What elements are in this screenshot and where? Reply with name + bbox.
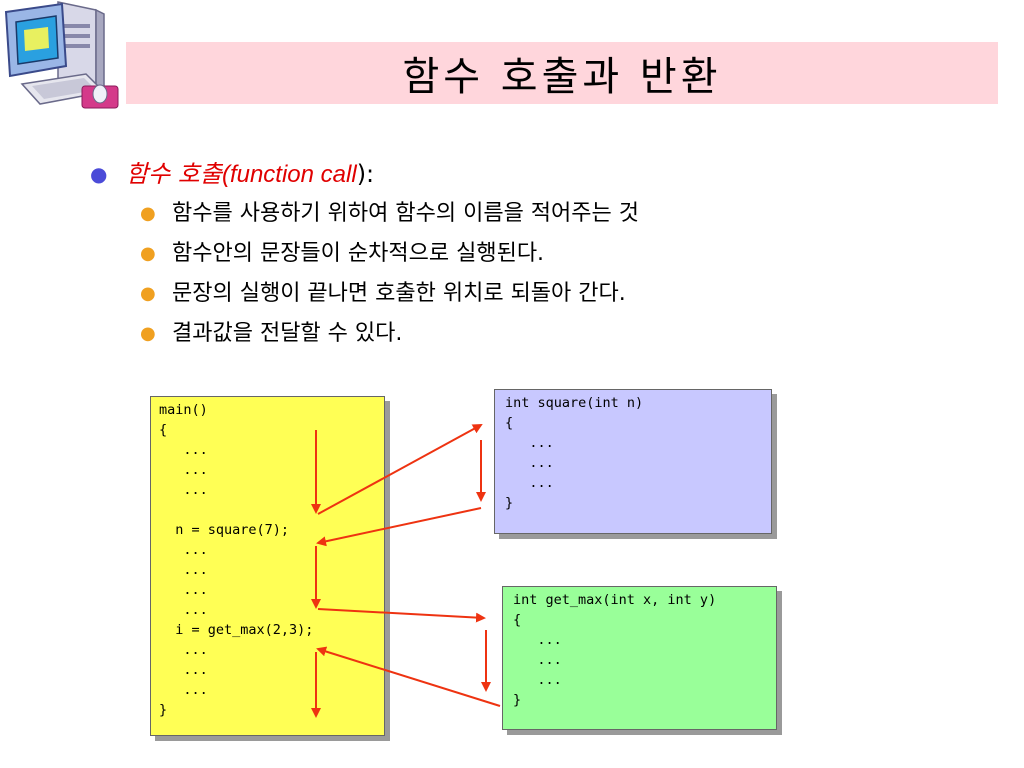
term-suffix: ):	[356, 160, 375, 188]
bullet-dot-icon: ●	[140, 243, 156, 264]
bullet-sub: ● 결과값을 전달할 수 있다.	[86, 314, 986, 354]
bullet-list: ● 함수 호출(function call): ● 함수를 사용하기 위하여 함…	[86, 154, 986, 354]
square-code-box: int square(int n) { ... ... ... }	[494, 389, 772, 534]
bullet-sub-text: 함수안의 문장들이 순차적으로 실행된다.	[172, 241, 545, 266]
bullet-sub: ● 함수안의 문장들이 순차적으로 실행된다.	[86, 234, 986, 274]
get-max-code: int get_max(int x, int y) { ... ... ... …	[513, 592, 717, 708]
bullet-dot-icon: ●	[140, 323, 156, 344]
bullet-sub-text: 결과값을 전달할 수 있다.	[172, 321, 403, 346]
bullet-dot-icon: ●	[140, 203, 156, 224]
bullet-sub: ● 함수를 사용하기 위하여 함수의 이름을 적어주는 것	[86, 194, 986, 234]
bullet-dot-icon: ●	[140, 283, 156, 304]
get-max-code-box: int get_max(int x, int y) { ... ... ... …	[502, 586, 777, 730]
bullet-main: ● 함수 호출(function call):	[86, 154, 986, 194]
bullet-sub-text: 함수를 사용하기 위하여 함수의 이름을 적어주는 것	[172, 201, 640, 226]
bullet-dot-icon: ●	[90, 162, 108, 186]
computer-clipart-icon	[4, 1, 119, 109]
main-code-box: main() { ... ... ... n = square(7); ... …	[150, 396, 385, 736]
square-code: int square(int n) { ... ... ... }	[505, 395, 644, 511]
main-code: main() { ... ... ... n = square(7); ... …	[159, 402, 314, 718]
bullet-sub-text: 문장의 실행이 끝나면 호출한 위치로 되돌아 간다.	[172, 281, 626, 306]
term-english: (function call	[221, 161, 357, 188]
title-bar: 함수 호출과 반환	[126, 42, 998, 104]
slide-title: 함수 호출과 반환	[402, 54, 722, 100]
bullet-sub: ● 문장의 실행이 끝나면 호출한 위치로 되돌아 간다.	[86, 274, 986, 314]
term-korean: 함수 호출	[126, 160, 222, 188]
